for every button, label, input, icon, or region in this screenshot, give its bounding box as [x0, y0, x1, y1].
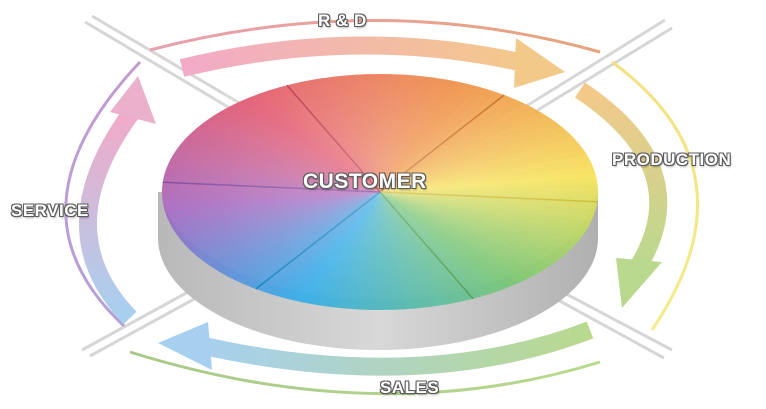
arrow-right [575, 82, 668, 275]
cycle-arrows [79, 36, 668, 376]
stage-label-sales: SALES [380, 378, 440, 397]
pie-highlight [158, 56, 598, 300]
outer-arcs [64, 19, 700, 396]
stage-label-service: SERVICE [11, 201, 89, 220]
arrow-top [179, 36, 531, 77]
center-label: CUSTOMER [303, 170, 427, 193]
arrow-left [79, 106, 140, 325]
arrow-bottom [198, 321, 594, 376]
stage-label-rnd: R & D [318, 11, 367, 30]
stage-label-production: PRODUCTION [612, 150, 732, 169]
